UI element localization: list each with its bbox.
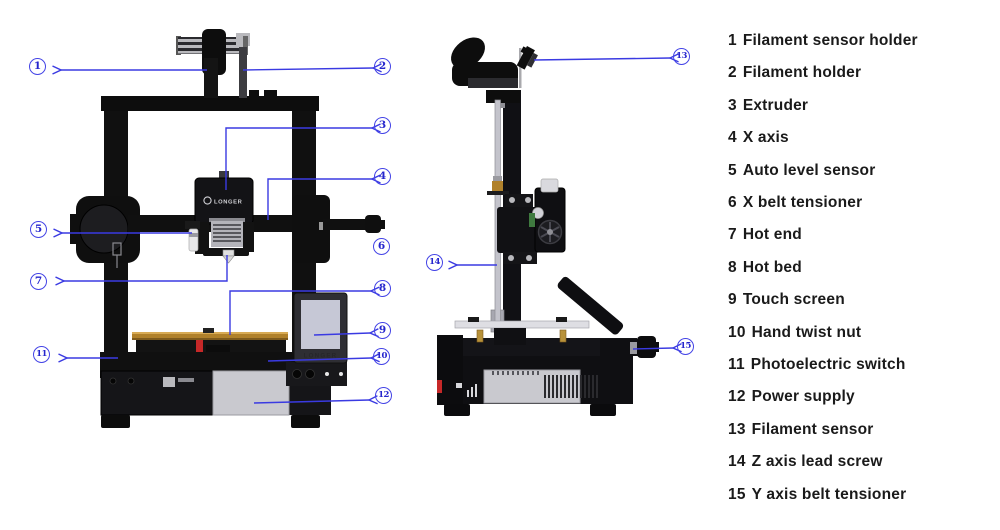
legend-item-label: Photoelectric switch [750,356,906,374]
legend-item-number: 10 [728,323,746,341]
legend-item-label: X axis [742,129,789,147]
legend-item-label: Auto level sensor [742,161,876,179]
callout-line-10 [267,358,371,361]
legend-item-number: 15 [728,485,746,503]
power-supply [212,370,290,416]
legend-item-number: 9 [728,291,737,309]
legend-item-4: 4 X axis [728,122,918,154]
vent-slots [544,375,598,398]
callout-15: 15 [677,338,694,355]
legend-item-number: 2 [728,64,737,82]
legend-item-label: Extruder [742,96,809,114]
base-side [437,335,637,416]
callout-12: 12 [375,387,392,404]
callout-line-3 [225,128,372,190]
legend-item-label: Touch screen [742,291,845,309]
screen-brand-label: LONGER [304,353,338,360]
legend-item-number: 6 [728,194,737,212]
extruder: LONGER [194,171,254,256]
y-belt-tensioner [600,336,659,358]
legend-item-label: Power supply [751,388,855,406]
legend-item-label: Hot end [742,226,802,244]
hot-end [222,249,235,264]
legend-item-14: 14 Z axis lead screw [728,446,918,478]
callout-2: 2 [374,58,391,75]
callout-7: 7 [30,273,47,290]
legend-item-12: 12 Power supply [728,381,918,413]
callout-lines [61,58,673,403]
callout-line-13 [533,58,670,60]
callout-1: 1 [29,58,46,75]
callout-line-8 [229,291,371,335]
callout-14: 14 [426,254,443,271]
filament-sensor [516,46,538,88]
legend-item-6: 6 X belt tensioner [728,187,918,219]
legend-item-13: 13 Filament sensor [728,414,918,446]
legend-item-10: 10 Hand twist nut [728,317,918,349]
callout-line-4 [267,179,372,220]
legend-item-number: 12 [728,388,746,406]
legend-item-number: 1 [728,32,737,49]
legend-item-number: 13 [728,420,746,438]
legend-item-number: 8 [728,258,737,276]
callout-9: 9 [374,322,391,339]
legend-item-number: 11 [728,356,745,374]
callout-10: 10 [373,348,390,365]
legend: 1 Filament sensor holder 2 Filament holder 3… [728,25,918,511]
bed-side [454,317,590,345]
filament-holder-arm [451,37,518,88]
callout-line-2 [242,68,373,70]
legend-item-number: 7 [728,226,737,244]
extruder-side [497,178,566,264]
screen-arm-side [557,276,624,335]
callout-11: 11 [33,346,50,363]
legend-item-15: 15 Y axis belt tensioner [728,479,918,511]
legend-item-number: 14 [728,453,746,471]
legend-item-9: 9 Touch screen [728,284,918,316]
legend-item-8: 8 Hot bed [728,252,918,284]
auto-level-sensor [185,221,200,252]
legend-item-label: X belt tensioner [742,194,863,212]
legend-item-1: 1 Filament sensor holder [728,25,918,57]
legend-item-label: Filament holder [742,64,862,82]
legend-item-7: 7 Hot end [728,219,918,251]
filament-holder [176,29,250,98]
legend-item-label: Filament sensor [751,420,874,438]
callout-line-15 [632,348,673,349]
callout-8: 8 [374,280,391,297]
legend-item-number: 3 [728,96,737,114]
psu-dot-row [492,371,539,375]
extruder-brand-label: LONGER [214,200,243,206]
legend-item-label: Y axis belt tensioner [751,485,907,503]
callout-line-7 [64,255,228,281]
callout-5: 5 [30,221,47,238]
legend-item-5: 5 Auto level sensor [728,155,918,187]
callout-line-9 [313,333,370,335]
side-view-illustration [437,37,659,416]
legend-item-label: Z axis lead screw [751,453,883,471]
callout-13: 13 [673,48,690,65]
touch-screen: LONGER [286,292,348,386]
legend-item-label: Filament sensor holder [742,32,918,49]
legend-item-label: Hot bed [742,258,802,276]
legend-item-3: 3 Extruder [728,90,918,122]
callout-3: 3 [374,117,391,134]
legend-item-number: 5 [728,161,737,179]
legend-item-2: 2 Filament holder [728,57,918,89]
callout-6: 6 [373,238,390,255]
callout-line-12 [253,400,369,403]
front-view-illustration: LONGER [70,29,385,428]
legend-item-label: Hand twist nut [751,323,862,341]
legend-item-number: 4 [728,129,737,147]
legend-item-11: 11 Photoelectric switch [728,349,918,381]
callout-4: 4 [374,168,391,185]
